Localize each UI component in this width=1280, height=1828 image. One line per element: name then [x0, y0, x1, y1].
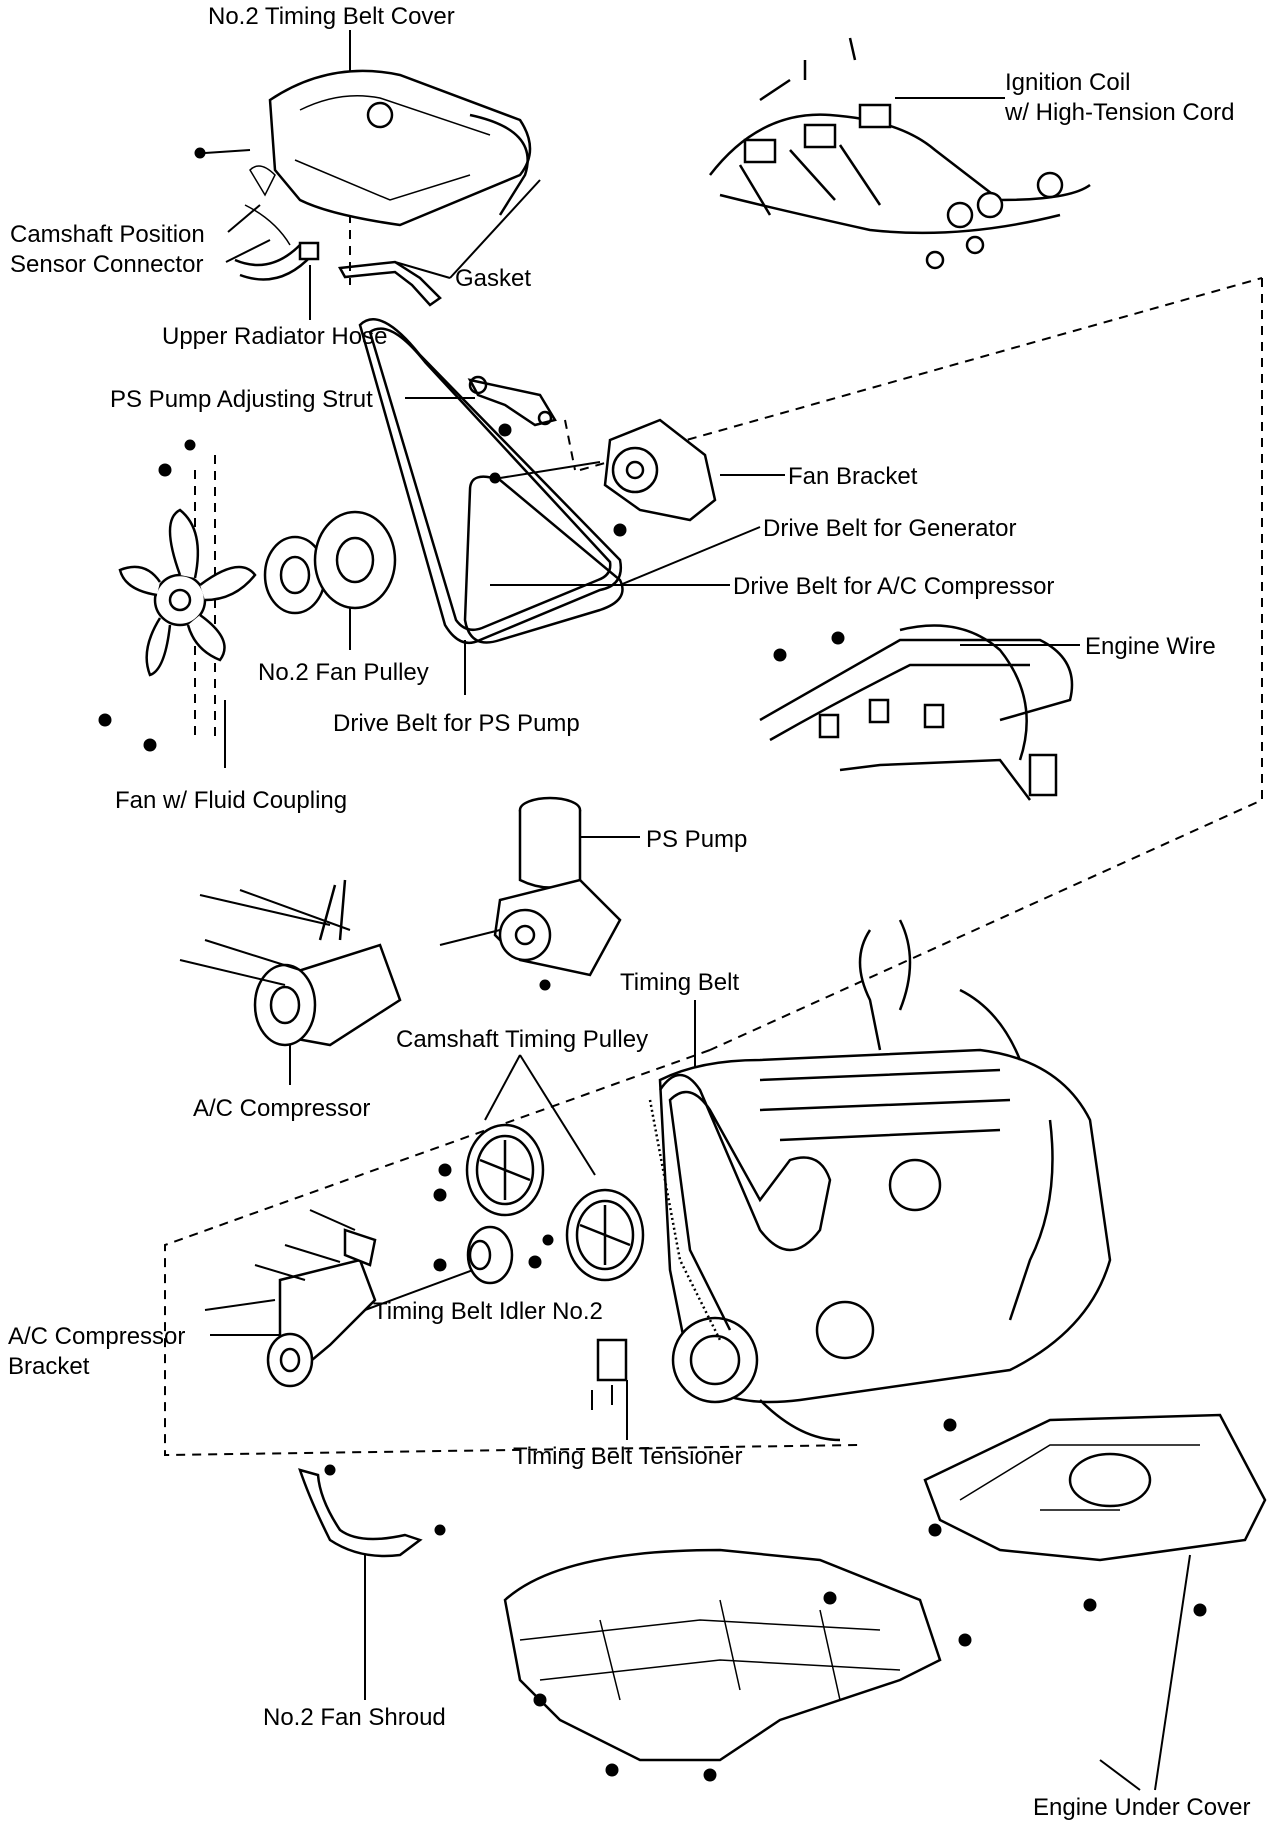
gasket-drawing	[337, 260, 442, 307]
label-drive-belt-generator: Drive Belt for Generator	[763, 515, 1016, 542]
timing-belt-tensioner-drawing	[591, 1338, 628, 1410]
ignition-coil-drawing	[709, 37, 1091, 270]
label-ac-bracket-2: Bracket	[8, 1353, 90, 1380]
label-fan-fluid-coupling: Fan w/ Fluid Coupling	[115, 787, 347, 814]
label-timing-belt-cover: No.2 Timing Belt Cover	[208, 3, 455, 30]
fan-shroud-drawing	[298, 1464, 446, 1558]
fan-pulley-drawing	[263, 510, 397, 615]
fan-bracket-drawing	[489, 418, 717, 537]
label-fan-shroud: No.2 Fan Shroud	[263, 1704, 446, 1731]
labels: No.2 Timing Belt Cover Ignition Coil w/ …	[8, 3, 1250, 1821]
label-engine-under-cover: Engine Under Cover	[1033, 1794, 1250, 1821]
ps-pump-adjusting-strut-drawing	[467, 375, 557, 437]
ac-compressor-drawing	[179, 879, 402, 1047]
engine-block-drawing	[658, 919, 1112, 1442]
label-camshaft-timing-pulley: Camshaft Timing Pulley	[396, 1026, 648, 1053]
label-camshaft-sensor-1: Camshaft Position	[10, 221, 205, 248]
timing-belt-drawing	[648, 1073, 832, 1341]
ps-pump-drawing	[439, 796, 622, 991]
label-timing-belt-tensioner: Timing Belt Tensioner	[513, 1443, 742, 1470]
label-drive-belt-ps: Drive Belt for PS Pump	[333, 710, 580, 737]
upper-radiator-hose-drawing	[234, 241, 320, 281]
label-camshaft-sensor-2: Sensor Connector	[10, 251, 203, 278]
label-ignition-coil-2: w/ High-Tension Cord	[1004, 99, 1234, 126]
label-ac-bracket-1: A/C Compressor	[8, 1323, 185, 1350]
ac-compressor-bracket-drawing	[204, 1209, 377, 1388]
timing-belt-idler-drawing	[433, 1225, 542, 1285]
label-fan-pulley: No.2 Fan Pulley	[258, 659, 429, 686]
camshaft-timing-pulley-drawing	[433, 1123, 645, 1282]
label-ignition-coil-1: Ignition Coil	[1005, 69, 1130, 96]
label-timing-belt: Timing Belt	[620, 969, 739, 996]
label-engine-wire: Engine Wire	[1085, 633, 1216, 660]
label-ps-pump: PS Pump	[646, 826, 747, 853]
engine-under-cover-right-drawing	[923, 1413, 1267, 1617]
label-fan-bracket: Fan Bracket	[788, 463, 918, 490]
label-drive-belt-ac: Drive Belt for A/C Compressor	[733, 573, 1054, 600]
fan-fluid-coupling-drawing	[98, 439, 257, 752]
engine-wire-drawing	[759, 624, 1074, 801]
label-ac-compressor: A/C Compressor	[193, 1095, 370, 1122]
label-upper-radiator-hose: Upper Radiator Hose	[162, 323, 387, 350]
label-gasket: Gasket	[455, 265, 531, 292]
timing-belt-cover-drawing	[194, 69, 532, 246]
engine-under-cover-lower-drawing	[503, 1548, 972, 1782]
label-ps-pump-strut: PS Pump Adjusting Strut	[110, 386, 373, 413]
label-timing-belt-idler: Timing Belt Idler No.2	[373, 1298, 603, 1325]
drive-belts-drawing	[358, 318, 624, 645]
